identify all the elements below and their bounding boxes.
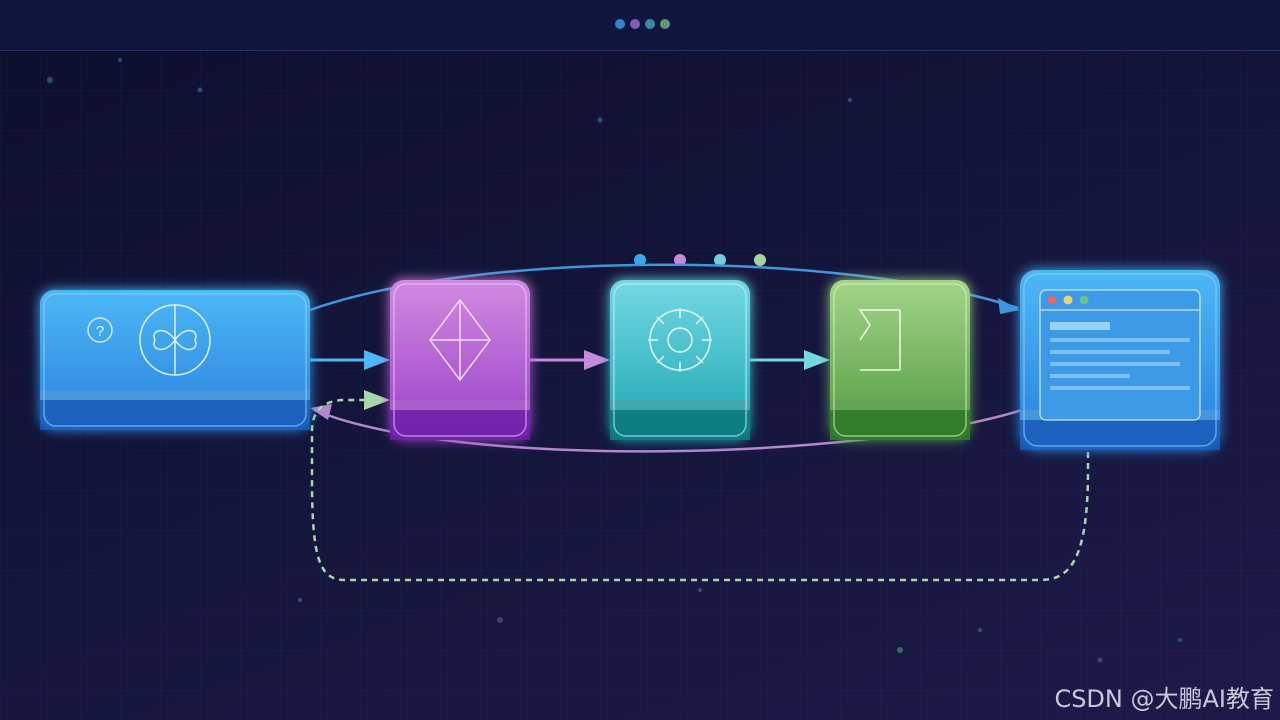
node-process	[610, 280, 750, 440]
question-icon: ?	[87, 317, 113, 343]
step-dot	[754, 254, 766, 266]
step-dot	[634, 254, 646, 266]
bottom-arc-arrowhead	[310, 404, 332, 420]
node-input: ?	[40, 290, 310, 430]
window-minimize-dot	[1063, 295, 1073, 305]
background-specks	[47, 58, 1182, 663]
window-maximize-dot	[1079, 295, 1089, 305]
top-bar	[0, 0, 1280, 51]
topbar-dot	[630, 19, 640, 29]
window-dots	[615, 19, 670, 29]
gear-icon	[648, 308, 712, 372]
topbar-dot	[660, 19, 670, 29]
svg-text:?: ?	[96, 323, 104, 340]
watermark: CSDN @大鹏AI教育	[1054, 685, 1274, 713]
arrow-model-to-process-head	[584, 350, 610, 370]
infinity-icon	[139, 304, 211, 376]
topbar-dot	[645, 19, 655, 29]
step-dot	[714, 254, 726, 266]
arrow-process-to-sum-head	[804, 350, 830, 370]
sigma-icon	[858, 309, 901, 371]
step-dot	[674, 254, 686, 266]
window-close-dot	[1047, 295, 1057, 305]
diamond-icon	[429, 298, 491, 382]
node-output	[1020, 270, 1220, 450]
node-sum	[830, 280, 970, 440]
topbar-dot	[615, 19, 625, 29]
feedback-loop-arrowhead	[364, 390, 390, 410]
step-indicator	[634, 254, 766, 266]
top-arc-arrowhead	[998, 298, 1020, 314]
arrow-input-to-model-head	[364, 350, 390, 370]
node-model	[390, 280, 530, 440]
browser-window-icon	[1039, 289, 1201, 421]
